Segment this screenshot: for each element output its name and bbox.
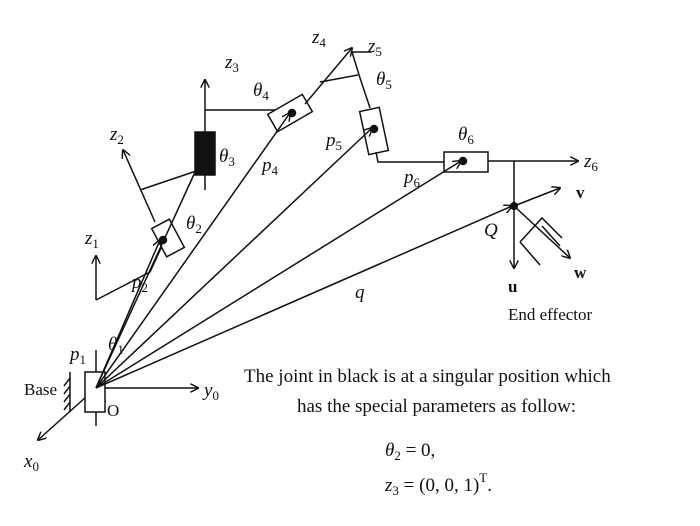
svg-text:θ1: θ1 [108,334,124,357]
note-line-2: has the special parameters as follow: [297,396,576,417]
svg-text:z1: z1 [84,228,99,251]
svg-text:z3: z3 [224,52,239,75]
label-v: v [576,183,585,202]
svg-text:p4: p4 [260,155,279,178]
base-joint-box [84,371,106,413]
label-p5: p [324,130,336,151]
svg-text:z6: z6 [583,151,598,174]
w-axis [513,205,570,258]
svg-text:θ3: θ3 [219,146,235,169]
svg-text:y0: y0 [202,380,219,403]
label-Q: Q [484,220,498,241]
svg-text:z5: z5 [367,36,382,59]
label-theta2: θ [186,213,195,234]
end-effector-point [510,202,518,210]
label-z5: z [367,36,376,57]
label-theta3: θ [219,146,228,167]
svg-text:p6: p6 [402,167,421,190]
svg-text:z4: z4 [311,27,326,50]
label-z4: z [311,27,320,48]
label-origin: O [107,401,119,420]
svg-text:θ6: θ6 [458,124,474,147]
svg-text:x0: x0 [23,451,39,474]
vector-q [95,206,512,389]
svg-text:p1: p1 [68,344,86,367]
label-theta6: θ [458,124,467,145]
z4-axis [304,48,352,105]
svg-text:θ2: θ2 [186,213,202,236]
link-4 [319,74,359,83]
label-z1: z [84,228,93,249]
joint-3-black-box [194,131,216,176]
svg-text:p2: p2 [130,272,148,295]
svg-text:z2: z2 [109,124,124,147]
link-2 [139,167,206,191]
gripper [519,216,563,243]
note-line-1: The joint in black is at a singular posi… [244,366,611,387]
z2-axis [123,150,156,223]
label-z6: z [583,151,592,172]
joint-2-box [150,218,186,258]
equation-z3: z3 = (0, 0, 1)T. [384,470,492,498]
label-y0: y [202,380,213,401]
vector-p4 [95,113,290,389]
svg-text:θ4: θ4 [253,80,269,103]
label-z3: z [224,52,233,73]
label-theta4: θ [253,80,262,101]
vector-p5 [95,128,372,389]
label-theta1: θ [108,334,117,355]
v-axis [513,188,560,207]
equation-theta2: θ2 = 0, [385,440,435,463]
label-w: w [574,263,587,282]
z5-axis [351,51,361,79]
vector-p6 [95,161,461,389]
label-u: u [508,277,517,296]
svg-text:θ5: θ5 [376,69,392,92]
label-base: Base [24,380,57,399]
vector-theta2 [95,169,197,389]
svg-text:p5: p5 [324,130,342,153]
label-p1: p [68,344,80,365]
label-x0: x [23,451,33,472]
label-end-effector: End effector [508,305,593,324]
label-p6: p [402,167,414,188]
label-z2: z [109,124,118,145]
link-5 [375,151,444,163]
label-theta5: θ [376,69,385,90]
label-p2: p [130,272,142,293]
label-p4: p [260,155,272,176]
label-q: q [355,282,365,303]
